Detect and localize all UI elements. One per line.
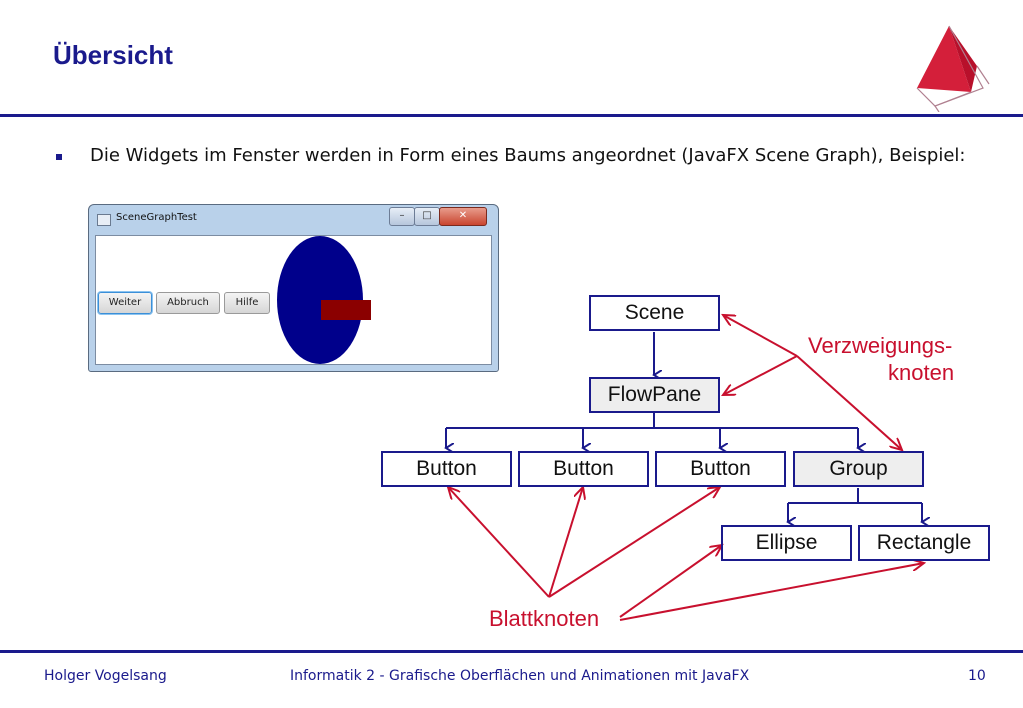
node-ellipse: Ellipse (721, 525, 852, 561)
footer-rule (0, 650, 1023, 653)
leaf-arrow-button2 (548, 487, 583, 598)
footer-page-number: 10 (968, 668, 986, 684)
branch-label-line2: knoten (888, 360, 955, 385)
node-button-1: Button (381, 451, 512, 487)
node-button-2: Button (518, 451, 649, 487)
footer-author: Holger Vogelsang (44, 668, 167, 684)
branch-arrow-group (796, 355, 902, 450)
header-rule (0, 114, 1023, 117)
rectangle-shape (321, 300, 371, 320)
bullet-marker (56, 154, 62, 160)
node-flowpane: FlowPane (589, 377, 720, 413)
branch-label-line1: Verzweigungs- (808, 333, 953, 358)
leaf-arrow-button3 (548, 487, 720, 598)
hilfe-button[interactable]: Hilfe (224, 292, 270, 314)
leaf-label: Blattknoten (489, 606, 600, 631)
window-title: SceneGraphTest (116, 212, 197, 223)
node-group: Group (793, 451, 924, 487)
scenegraph-window: SceneGraphTest – □ ✕ Weiter Abbruch Hilf… (88, 204, 499, 372)
footer-course: Informatik 2 - Grafische Oberflächen und… (290, 668, 750, 684)
abbruch-button[interactable]: Abbruch (156, 292, 220, 314)
window-client-area: Weiter Abbruch Hilfe (95, 235, 492, 365)
window-titlebar[interactable]: SceneGraphTest – □ ✕ (89, 205, 498, 233)
group-shapes (277, 236, 371, 364)
close-icon[interactable]: ✕ (439, 207, 487, 226)
node-rectangle: Rectangle (858, 525, 990, 561)
leaf-arrow-rectangle (619, 563, 924, 621)
bullet-text: Die Widgets im Fenster werden in Form ei… (90, 145, 966, 166)
node-button-3: Button (655, 451, 786, 487)
leaf-arrow-ellipse (619, 545, 722, 618)
node-scene: Scene (589, 295, 720, 331)
window-app-icon (97, 214, 111, 226)
branch-arrow-scene (723, 315, 798, 357)
window-controls: – □ ✕ (389, 207, 489, 226)
slide-title: Übersicht (53, 40, 173, 70)
ellipse-shape (277, 236, 363, 364)
hs-logo-icon (916, 25, 990, 112)
branch-arrow-flowpane (723, 355, 798, 395)
leaf-arrow-button1 (448, 487, 550, 598)
weiter-button[interactable]: Weiter (98, 292, 152, 314)
